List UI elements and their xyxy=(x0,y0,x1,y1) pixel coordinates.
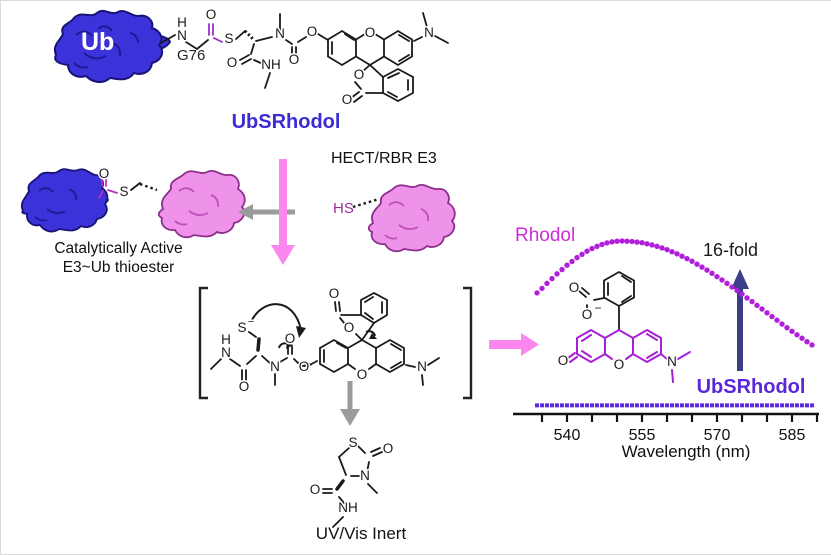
probe-name-top: UbSRhodol xyxy=(231,111,341,133)
active-caption-line1: Catalytically Active xyxy=(54,240,183,257)
svg-text:S: S xyxy=(348,435,357,450)
x-axis-title: Wavelength (nm) xyxy=(621,442,751,461)
fold-increase-arrow xyxy=(731,269,749,371)
svg-text:O: O xyxy=(569,280,580,295)
svg-text:O: O xyxy=(299,359,310,374)
active-caption-line2: E3~Ub thioester xyxy=(62,259,175,276)
rhodol-series-label: Rhodol xyxy=(515,225,576,246)
svg-text:O: O xyxy=(227,55,238,70)
svg-text:S: S xyxy=(224,31,233,46)
pink-down-arrow xyxy=(271,159,295,265)
svg-text:540: 540 xyxy=(554,427,581,444)
svg-text:N: N xyxy=(424,25,434,40)
svg-text:570: 570 xyxy=(704,427,731,444)
pink-right-arrow xyxy=(489,333,539,356)
svg-text:O: O xyxy=(582,307,593,322)
x-axis-ticks: 540 555 570 585 xyxy=(540,414,819,445)
active-thioester-drawing: OS xyxy=(20,165,246,239)
gray-left-arrow xyxy=(238,204,295,220)
svg-text:N: N xyxy=(667,354,677,369)
svg-text:O: O xyxy=(310,482,321,497)
svg-text:−: − xyxy=(248,316,254,328)
svg-text:N: N xyxy=(417,359,427,374)
svg-text:O: O xyxy=(307,24,318,39)
svg-text:O: O xyxy=(344,320,355,335)
emission-spectrum-plot: 540 555 570 585 xyxy=(489,238,819,445)
probe-name-right: UbSRhodol xyxy=(696,376,806,398)
g76-label: G76 xyxy=(177,47,206,64)
e3-blob-drawing xyxy=(352,184,456,253)
inert-caption: UV/Vis Inert xyxy=(315,524,407,543)
thiol-label: HS xyxy=(333,200,354,217)
series-ubsrhodol xyxy=(535,403,814,408)
svg-text:−: − xyxy=(594,301,601,315)
ub-protein-blob xyxy=(53,9,172,84)
gray-down-arrow xyxy=(340,381,360,426)
fold-increase-label: 16-fold xyxy=(703,240,759,260)
svg-text:O: O xyxy=(289,52,300,67)
svg-text:N: N xyxy=(270,359,280,374)
svg-text:O: O xyxy=(365,25,376,40)
reaction-arrows xyxy=(238,159,295,265)
series-rhodol xyxy=(534,238,815,348)
svg-text:O: O xyxy=(342,92,353,107)
svg-text:N: N xyxy=(275,26,285,41)
svg-text:N: N xyxy=(221,345,231,360)
svg-text:S: S xyxy=(237,320,246,335)
ub-blob-label: Ub xyxy=(81,28,115,56)
svg-text:555: 555 xyxy=(629,427,656,444)
svg-text:O: O xyxy=(383,441,394,456)
enzyme-label: HECT/RBR E3 xyxy=(331,150,437,167)
svg-text:O: O xyxy=(354,67,365,82)
svg-text:O: O xyxy=(558,353,569,368)
svg-text:O: O xyxy=(99,166,110,181)
svg-text:H: H xyxy=(221,332,231,347)
svg-text:S: S xyxy=(119,184,128,199)
svg-text:585: 585 xyxy=(779,427,806,444)
svg-text:O: O xyxy=(239,379,250,394)
active-caption: Catalytically Active E3~Ub thioester xyxy=(16,239,221,277)
svg-text:O: O xyxy=(206,7,217,22)
svg-text:N: N xyxy=(360,468,370,483)
svg-text:NH: NH xyxy=(338,500,358,515)
svg-text:O: O xyxy=(329,286,340,301)
svg-text:NH: NH xyxy=(261,57,281,72)
svg-text:O: O xyxy=(357,367,368,382)
svg-text:O: O xyxy=(285,331,296,346)
svg-text:H: H xyxy=(177,15,187,30)
svg-text:N: N xyxy=(177,28,187,43)
svg-text:O: O xyxy=(614,357,625,372)
